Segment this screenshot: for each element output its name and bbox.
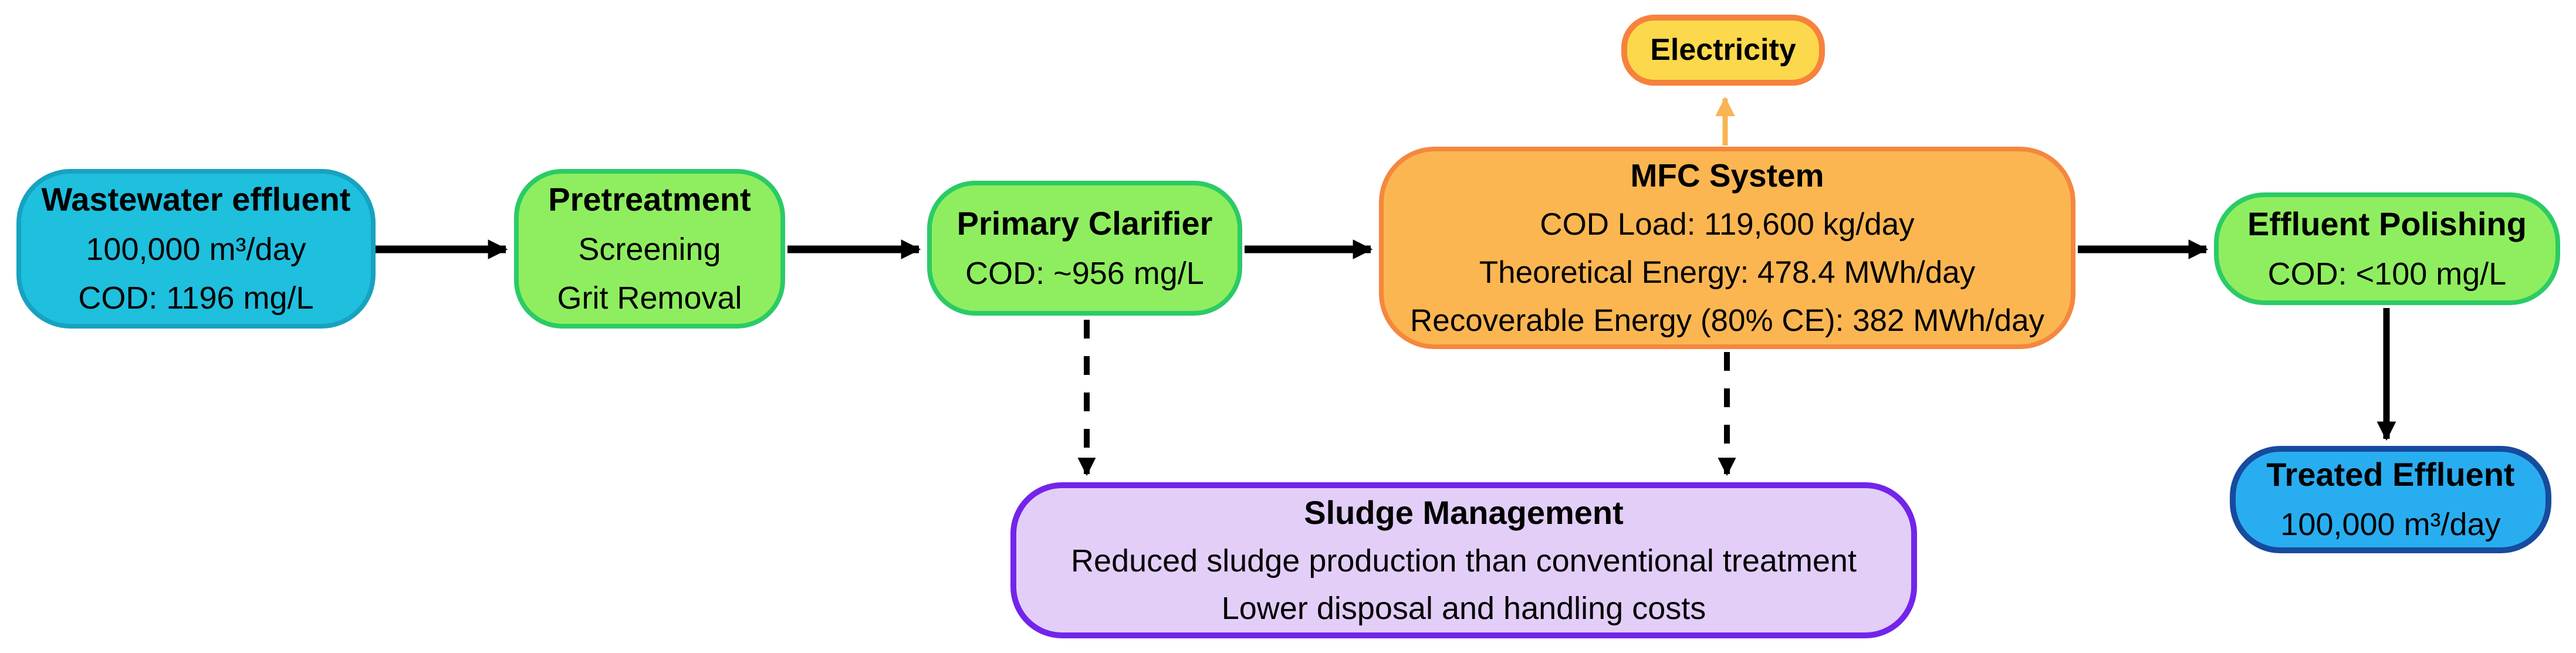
node-title: Effluent Polishing: [2247, 205, 2527, 242]
node-line: COD: ~956 mg/L: [965, 255, 1204, 291]
node-line: COD: <100 mg/L: [2267, 256, 2507, 292]
node-sludge-management: Sludge Management Reduced sludge product…: [1010, 482, 1917, 638]
node-line: COD Load: 119,600 kg/day: [1540, 207, 1915, 242]
node-title: MFC System: [1630, 157, 1824, 194]
node-title: Electricity: [1650, 33, 1796, 67]
node-electricity: Electricity: [1621, 15, 1825, 86]
node-title: Treated Effluent: [2266, 456, 2515, 493]
node-pretreatment: Pretreatment Screening Grit Removal: [514, 169, 785, 329]
node-line: Grit Removal: [557, 280, 742, 316]
node-line: Recoverable Energy (80% CE): 382 MWh/day: [1409, 303, 2045, 339]
node-line: Theoretical Energy: 478.4 MWh/day: [1479, 255, 1976, 290]
node-line: Reduced sludge production than conventio…: [1071, 543, 1857, 578]
node-title: Primary Clarifier: [956, 204, 1213, 242]
node-treated-effluent: Treated Effluent 100,000 m³/day: [2230, 446, 2551, 553]
node-primary-clarifier: Primary Clarifier COD: ~956 mg/L: [927, 181, 1242, 316]
node-title: Pretreatment: [548, 180, 751, 218]
node-effluent-polishing: Effluent Polishing COD: <100 mg/L: [2214, 192, 2560, 305]
node-line: 100,000 m³/day: [86, 231, 306, 267]
node-line: 100,000 m³/day: [2280, 507, 2501, 543]
node-mfc-system: MFC System COD Load: 119,600 kg/day Theo…: [1379, 147, 2075, 349]
node-title: Wastewater effluent: [41, 180, 351, 218]
node-line: Screening: [578, 231, 721, 267]
node-wastewater-effluent: Wastewater effluent 100,000 m³/day COD: …: [16, 169, 376, 329]
node-line: Lower disposal and handling costs: [1221, 591, 1706, 626]
node-title: Sludge Management: [1304, 494, 1624, 531]
node-line: COD: 1196 mg/L: [78, 280, 314, 316]
